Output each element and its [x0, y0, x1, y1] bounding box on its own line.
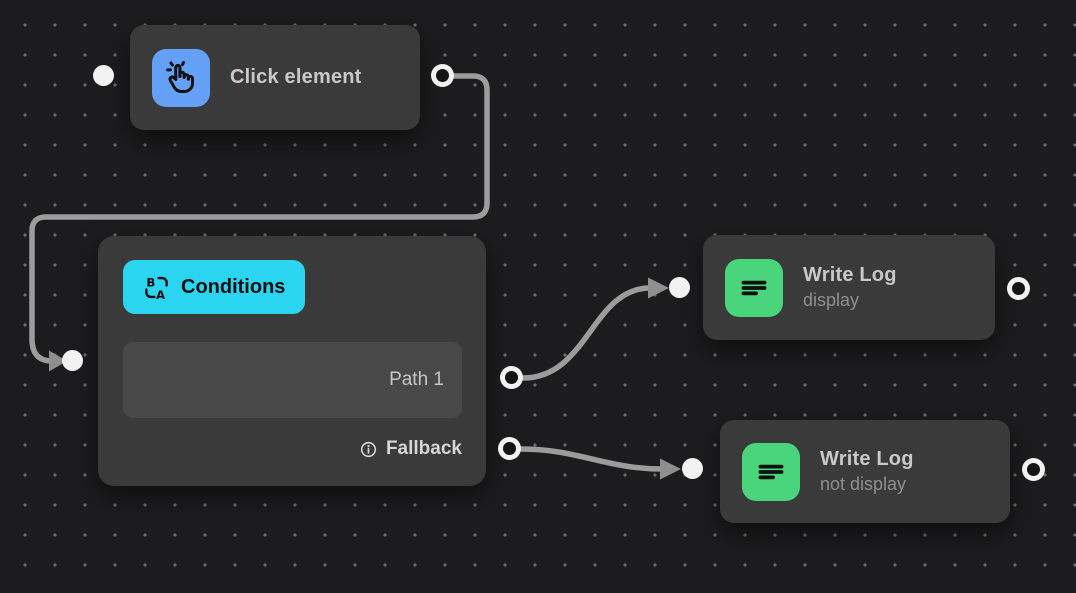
conditions-badge: B A Conditions [123, 260, 306, 314]
handle-output-path-1[interactable] [500, 366, 523, 389]
node-title: Click element [230, 66, 362, 88]
edge-path1-to-write-log-display[interactable] [520, 277, 669, 381]
node-title: Write Log [803, 264, 897, 286]
node-subtitle: display [803, 290, 860, 310]
conditions-badge-label: Conditions [181, 275, 286, 298]
node-write-log-display[interactable]: Write Log display [703, 235, 995, 340]
handle-input-conditions[interactable] [62, 350, 83, 371]
hand-click-icon [152, 48, 210, 107]
node-conditions[interactable]: B A Conditions Path 1 Fallback [98, 236, 486, 486]
svg-text:B: B [146, 275, 155, 289]
handle-input-click-element[interactable] [93, 65, 114, 86]
align-left-icon [742, 442, 800, 501]
condition-path-1[interactable]: Path 1 [123, 342, 462, 418]
handle-output-click-element[interactable] [431, 64, 454, 87]
arrowhead [49, 350, 67, 372]
node-write-log-not-display[interactable]: Write Log not display [720, 420, 1010, 523]
align-left-icon [725, 258, 783, 317]
handle-output-write-log-not-display[interactable] [1022, 458, 1045, 481]
handle-output-fallback[interactable] [498, 437, 521, 460]
condition-fallback-label: Fallback [385, 438, 462, 459]
handle-input-write-log-not-display[interactable] [682, 458, 703, 479]
node-subtitle: not display [820, 474, 907, 494]
arrowhead [648, 277, 669, 299]
edge-fallback-to-write-log-not-display[interactable] [518, 446, 681, 480]
condition-fallback: Fallback [359, 436, 462, 462]
condition-path-label: Path 1 [389, 369, 444, 390]
ab-compare-icon: B A [145, 275, 168, 301]
node-title: Write Log [820, 448, 914, 470]
node-click-element[interactable]: Click element [130, 25, 420, 130]
svg-text:A: A [156, 287, 166, 300]
handle-input-write-log-display[interactable] [669, 277, 690, 298]
info-icon [360, 441, 377, 457]
handle-output-write-log-display[interactable] [1007, 277, 1030, 300]
edge-click-to-conditions[interactable] [29, 73, 490, 372]
arrowhead [660, 458, 681, 480]
